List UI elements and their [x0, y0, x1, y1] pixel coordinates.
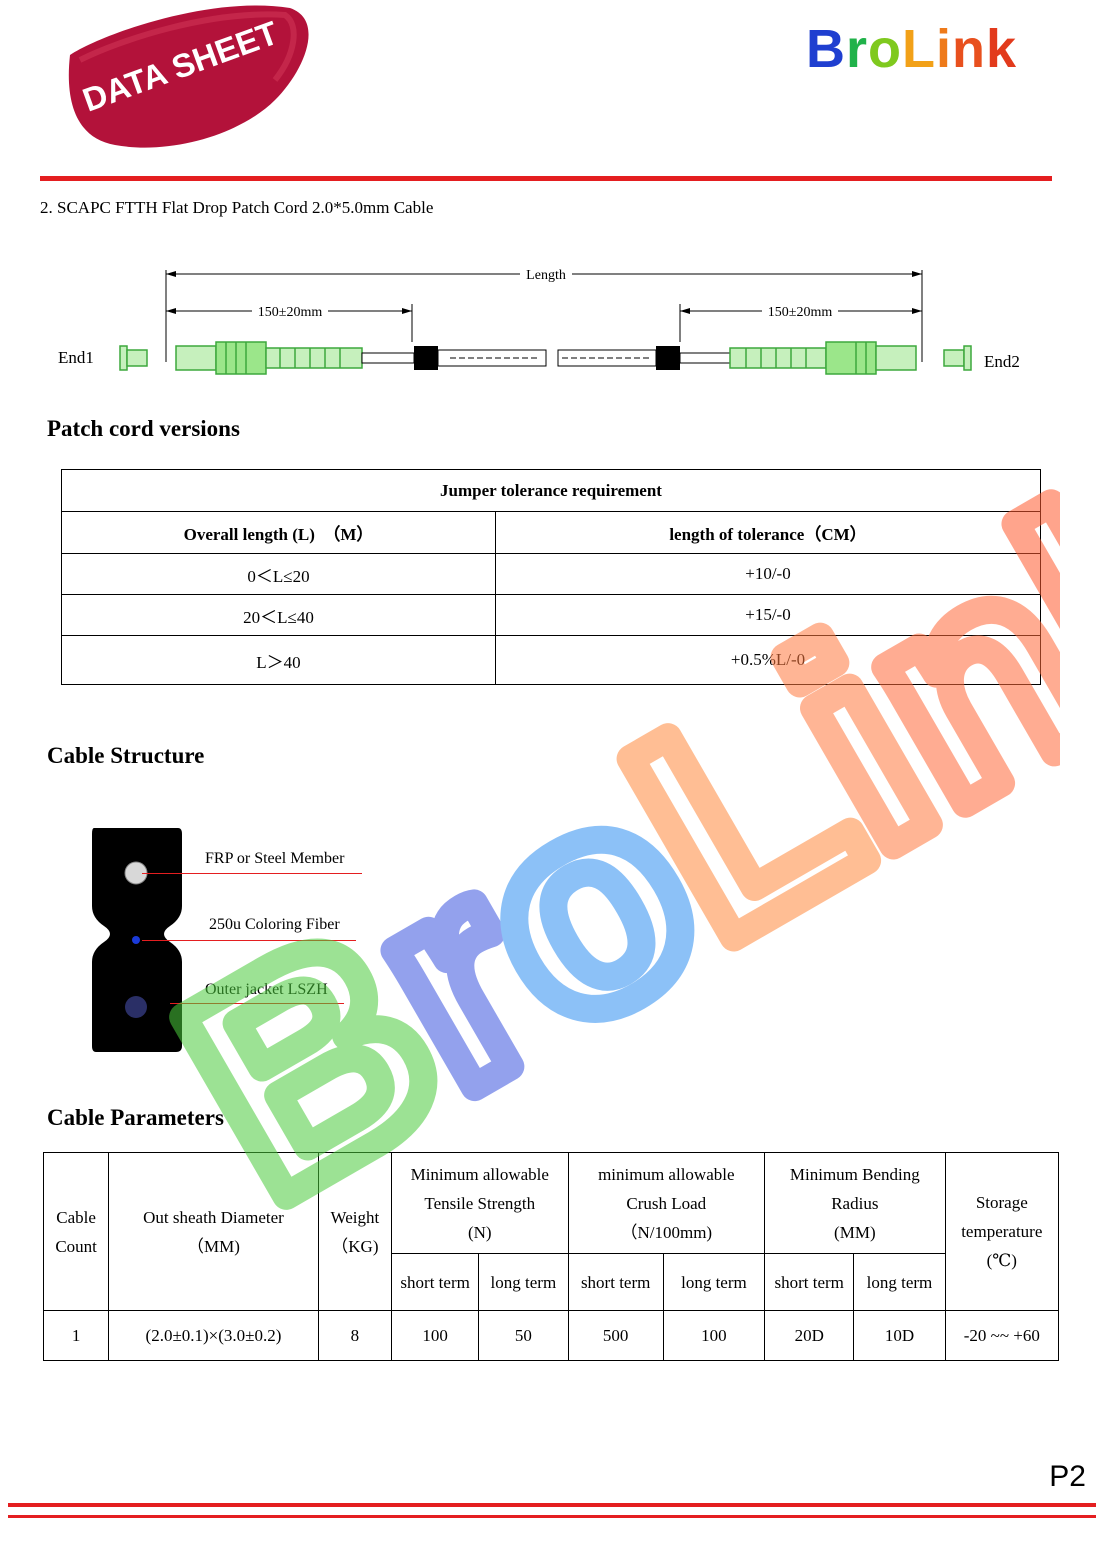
header-cable-count: Cable Count: [42, 1152, 110, 1311]
row-length: L＞40: [61, 635, 496, 685]
value-count: 1: [42, 1310, 110, 1361]
tensile-long: long term: [478, 1253, 569, 1311]
header-storage: Storage temperature (℃): [944, 1152, 1060, 1311]
row-length: 0＜L≤20: [61, 553, 496, 595]
tolerance-table: Jumper tolerance requirement Overall len…: [61, 469, 1041, 685]
row-tolerance: +0.5%L/-0: [495, 635, 1041, 685]
brolink-logo: BroLink: [806, 19, 1018, 79]
value-diameter: (2.0±0.1)×(3.0±0.2): [108, 1310, 319, 1361]
footer-divider-1: [8, 1503, 1096, 1507]
crush-short: short term: [567, 1253, 664, 1311]
length-label: Length: [526, 268, 566, 283]
tolerance-table-title: Jumper tolerance requirement: [61, 469, 1041, 512]
right-dim-label: 150±20mm: [768, 305, 833, 320]
left-dust-cap: [119, 345, 148, 371]
jacket-pointer: [170, 1003, 344, 1004]
row-tolerance: +10/-0: [495, 553, 1041, 595]
value-bend-short: 20D: [764, 1310, 855, 1361]
tensile-short: short term: [390, 1253, 480, 1311]
jacket-label: Outer jacket LSZH: [205, 981, 328, 998]
bend-short: short term: [764, 1253, 855, 1311]
cable-cross-section: [92, 828, 182, 1052]
patch-cord-diagram: Length 150±20mm 150±20mm: [119, 268, 972, 375]
value-tensile-long: 50: [478, 1310, 569, 1361]
cable-structure-heading: Cable Structure: [47, 743, 205, 768]
table-row: 1 (2.0±0.1)×(3.0±0.2) 8 100 50 500 100 2…: [42, 1310, 1060, 1361]
right-connector: [729, 341, 917, 375]
end1-label: End1: [58, 348, 94, 367]
value-crush-long: 100: [662, 1310, 766, 1361]
page-number: P2: [1049, 1460, 1086, 1493]
data-sheet-badge: DATA SHEET: [68, 5, 309, 148]
value-weight: 8: [317, 1310, 393, 1361]
footer-divider-2: [8, 1515, 1096, 1518]
fiber-pointer: [142, 940, 356, 941]
parameters-table: Cable Count Out sheath Diameter （MM) Wei…: [42, 1152, 1060, 1361]
header-divider: [40, 176, 1052, 181]
frp-pointer: [142, 873, 362, 874]
product-subtitle: 2. SCAPC FTTH Flat Drop Patch Cord 2.0*5…: [40, 198, 434, 217]
end2-label: End2: [984, 352, 1020, 371]
row-length: 20＜L≤40: [61, 594, 496, 636]
header-weight: Weight （KG): [317, 1152, 393, 1311]
value-bend-long: 10D: [853, 1310, 946, 1361]
header-crush: minimum allowable Crush Load （N/100mm): [567, 1152, 766, 1254]
patch-cord-heading: Patch cord versions: [47, 416, 240, 441]
value-crush-short: 500: [567, 1310, 664, 1361]
header-tensile: Minimum allowable Tensile Strength (N): [391, 1152, 569, 1254]
left-connector: [175, 341, 363, 375]
header-bending: Minimum Bending Radius (MM): [764, 1152, 946, 1254]
table-row: L＞40 +0.5%L/-0: [61, 635, 1041, 685]
value-tensile-short: 100: [390, 1310, 480, 1361]
col-length-tolerance: length of tolerance（CM）: [495, 511, 1041, 554]
frp-label: FRP or Steel Member: [205, 850, 345, 867]
row-tolerance: +15/-0: [495, 594, 1041, 636]
fiber-label: 250u Coloring Fiber: [209, 916, 340, 933]
left-dim-label: 150±20mm: [258, 305, 323, 320]
cable-parameters-heading: Cable Parameters: [47, 1105, 224, 1130]
table-row: 0＜L≤20 +10/-0: [61, 553, 1041, 595]
crush-long: long term: [662, 1253, 766, 1311]
value-storage: -20 ~~ +60: [944, 1310, 1060, 1361]
bend-long: long term: [853, 1253, 946, 1311]
header-diameter: Out sheath Diameter （MM): [108, 1152, 319, 1311]
right-dust-cap: [943, 345, 972, 371]
col-overall-length: Overall length (L) （M）: [61, 511, 496, 554]
table-row: 20＜L≤40 +15/-0: [61, 594, 1041, 636]
